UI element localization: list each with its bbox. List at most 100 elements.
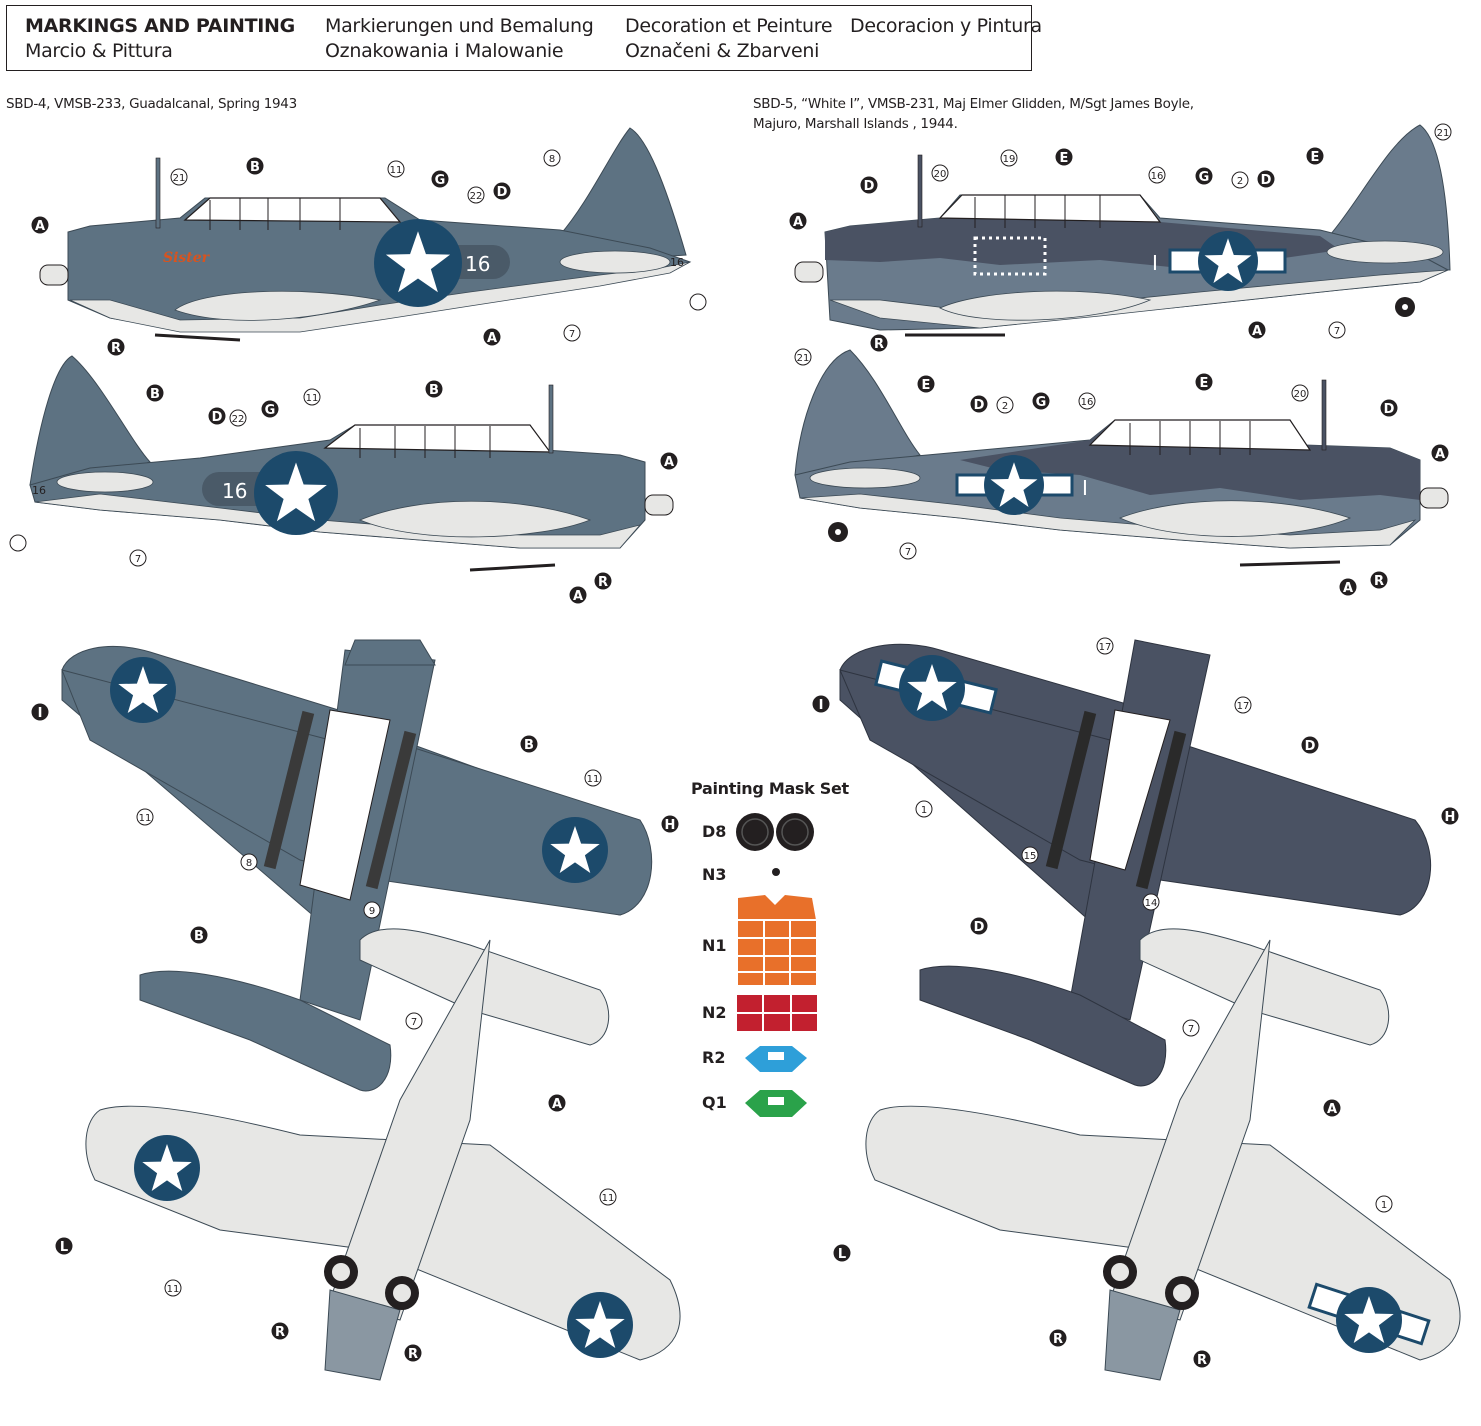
svg-text:A: A [573,589,583,604]
svg-text:11: 11 [306,393,319,404]
callout-h-2: H [1441,807,1459,825]
svg-text:A: A [1435,447,1445,462]
svg-text:11: 11 [390,165,403,176]
right-bottom-view-aircraft [865,928,1461,1381]
callout-2-b: 2 [996,396,1014,414]
left-profile-top-aircraft: 16 16 Sister [39,127,692,342]
callout-7-e: 7 [405,1012,423,1030]
callout-r-2: R [594,572,612,590]
callout-21-a: 22 [467,186,485,204]
callout-22-a [689,293,707,311]
svg-text:E: E [1200,376,1209,391]
svg-text:I: I [819,698,824,713]
callout-b-4: B [520,735,538,753]
mask-set-shapes [736,813,817,1117]
callout-11-d: 11 [584,769,602,787]
svg-text:I: I [38,706,43,721]
svg-text:21: 21 [797,353,810,364]
svg-text:D: D [212,410,223,425]
title-czech: Označeni & Zbarveni [625,40,820,62]
svg-text:G: G [435,173,446,188]
callout-7-a: 7 [563,324,581,342]
callout-numbers: 21 11 22 8 7 22 11 7 20 19 16 2 21 7 21 … [9,123,1452,1297]
right-profile-bottom-code: I [1082,476,1088,500]
callout-b-5: B [190,926,208,944]
callout-a-4: A [569,586,587,604]
callout-r-7: R [1049,1329,1067,1347]
callout-14-a: 16 [1148,166,1166,184]
callout-l-2: L [833,1244,851,1262]
svg-text:D: D [1305,739,1316,754]
svg-text:D: D [1384,402,1395,417]
callout-20: 21 [170,168,188,186]
svg-text:R: R [598,575,608,590]
right-profile-bottom-aircraft: I [794,349,1449,567]
svg-text:A: A [793,215,803,230]
svg-text:R: R [1053,1332,1063,1347]
callout-19-a: 21 [1434,123,1452,141]
callout-19-b: 21 [794,348,812,366]
svg-text:D: D [1261,173,1272,188]
callout-a-10: A [1323,1099,1341,1117]
left-nose-art: Sister [163,250,211,266]
svg-text:11: 11 [587,774,600,785]
left-profile-bottom-aircraft: 16 16 [29,355,674,572]
mask-code-d8: D8 [702,822,727,841]
right-scheme-caption-line2: Majuro, Marshall Islands , 1944. [753,116,958,132]
title-polish: Oznakowania i Malowanie [325,40,564,62]
svg-text:G: G [1036,395,1047,410]
svg-text:B: B [250,160,260,175]
callout-h-1: H [661,815,679,833]
callout-d-1: D [493,182,511,200]
title-english: MARKINGS AND PAINTING [25,15,295,37]
svg-text:20: 20 [1294,389,1307,400]
svg-text:H: H [665,818,676,833]
svg-text:7: 7 [1188,1024,1194,1035]
svg-text:A: A [1327,1102,1337,1117]
svg-text:2: 2 [1237,176,1243,187]
callout-a-1: A [31,216,49,234]
callout-r-4: R [1370,571,1388,589]
svg-text:B: B [429,383,439,398]
svg-text:E: E [1311,150,1320,165]
svg-text:A: A [1252,324,1262,339]
callout-11-f: 11 [164,1279,182,1297]
callout-11-e: 11 [599,1188,617,1206]
svg-text:B: B [150,387,160,402]
callout-d-4: D [1257,170,1275,188]
callout-1-b: 1 [1375,1195,1393,1213]
header-box [6,5,1032,71]
callout-17-b: 20 [1291,384,1309,402]
callout-9: 9 [363,901,381,919]
svg-text:B: B [194,929,204,944]
callout-16: 19 [1000,149,1018,167]
svg-text:R: R [874,337,884,352]
left-bottom-view-aircraft [85,928,681,1381]
svg-text:G: G [1199,170,1210,185]
svg-text:G: G [265,403,276,418]
callout-15-a: 17 [1096,637,1114,655]
svg-text:E: E [1060,151,1069,166]
callout-8-b: 8 [240,853,258,871]
callout-17-a: 20 [931,164,949,182]
svg-text:1: 1 [1381,1200,1387,1211]
svg-text:A: A [552,1097,562,1112]
svg-text:R: R [111,341,121,356]
left-profile-top-tail-code: 16 [670,256,684,269]
right-top-view-aircraft [839,639,1432,1087]
callout-8-a: 8 [543,149,561,167]
svg-text:17: 17 [1099,642,1112,653]
callout-7-c: 7 [1328,321,1346,339]
callout-g-3: G [1195,167,1213,185]
svg-text:22: 22 [232,414,245,425]
svg-text:L: L [838,1247,846,1262]
mask-code-q1: Q1 [702,1093,727,1112]
callout-11-a: 11 [387,160,405,178]
callout-g-4: G [1032,392,1050,410]
callout-e-2: E [1306,147,1324,165]
svg-text:22: 22 [470,191,483,202]
svg-text:16: 16 [1151,171,1164,182]
svg-text:7: 7 [905,547,911,558]
callout-g-1: G [431,170,449,188]
